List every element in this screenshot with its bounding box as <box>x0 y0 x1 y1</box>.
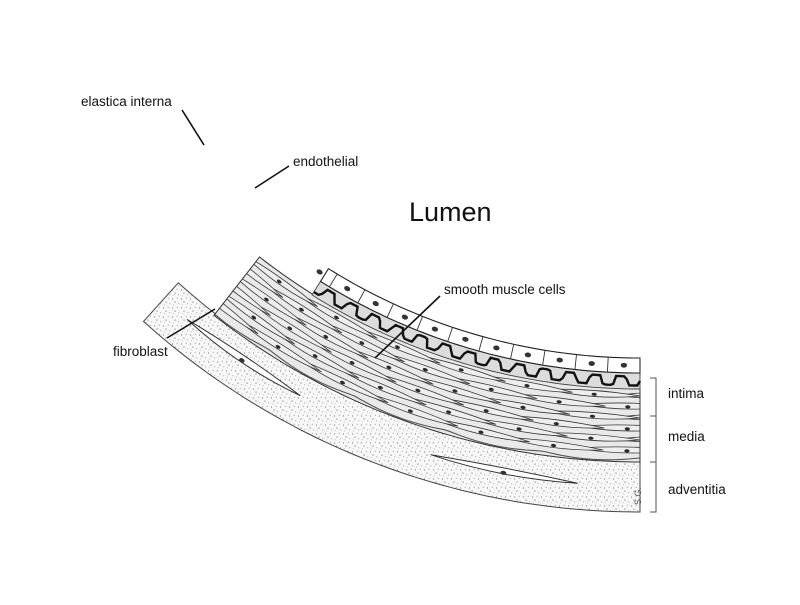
smooth-muscle-nucleus <box>553 422 559 426</box>
smooth-muscle-nucleus <box>299 307 304 312</box>
smooth-muscle-nucleus <box>323 334 329 339</box>
smooth-muscle-nucleus <box>661 438 666 441</box>
smooth-muscle-nucleus <box>625 405 631 409</box>
artist-signature: S.G. <box>633 487 643 505</box>
endothelial-cell-border <box>447 327 453 342</box>
media-layer-shape <box>213 256 666 463</box>
endothelial-nucleus <box>620 362 628 368</box>
smooth-muscle-nucleus <box>624 427 630 431</box>
endothelial-cell-border <box>416 316 424 331</box>
smooth-muscle-nucleus <box>550 443 557 448</box>
endothelial-nucleus <box>556 357 563 363</box>
smooth-muscle-cells-label: smooth muscle cells <box>444 282 566 297</box>
smooth-muscle-nucleus <box>349 360 355 365</box>
smooth-muscle-nucleus <box>229 285 234 290</box>
endothelial-nucleus <box>588 361 595 366</box>
smooth-muscle-nucleus <box>659 394 664 397</box>
smooth-muscle-nucleus <box>556 400 562 404</box>
smooth-muscle-nucleus <box>386 365 392 370</box>
smooth-muscle-nucleus <box>312 354 318 358</box>
smooth-muscle-nucleus <box>407 409 413 413</box>
endothelial-nucleus <box>524 352 532 358</box>
fibroblast-leader <box>166 308 216 339</box>
endothelial-cell-border <box>606 357 609 373</box>
smooth-muscle-leader <box>374 295 441 359</box>
smooth-muscle-nucleus <box>275 344 281 349</box>
fibroblast-nucleus <box>500 470 507 475</box>
lumen-title: Lumen <box>409 197 492 227</box>
smooth-muscle-nucleus <box>483 409 489 413</box>
layer-bracket <box>650 377 657 513</box>
endothelial-nucleus <box>401 314 409 320</box>
fibroblast-cell <box>430 454 578 484</box>
smooth-muscle-nucleus <box>520 405 526 410</box>
smooth-muscle-nucleus <box>415 388 421 393</box>
endothelial-cell-border <box>478 336 484 352</box>
smooth-muscle-nucleus <box>359 341 365 345</box>
smooth-muscle-nucleus <box>458 368 464 372</box>
endothelial-nucleus <box>344 286 351 292</box>
endothelial-nucleus <box>316 269 323 275</box>
smooth-muscle-nucleus <box>452 389 458 393</box>
fibroblast-nucleus <box>239 357 245 363</box>
smooth-muscle-nucleus <box>215 302 221 307</box>
smooth-muscle-nucleus <box>340 380 345 385</box>
media-outer-border <box>214 313 641 461</box>
smooth-muscle-nucleus <box>624 449 630 453</box>
endothelial-nucleus <box>372 301 379 307</box>
smooth-muscle-cell <box>242 257 318 307</box>
elastica-interna-label: elastica interna <box>81 94 172 109</box>
intima-label: intima <box>668 386 705 401</box>
smooth-muscle-nucleus <box>251 315 257 320</box>
media-label: media <box>668 429 705 444</box>
endothelial-cell-border <box>329 273 338 288</box>
smooth-muscle-nucleus <box>287 326 293 331</box>
smooth-muscle-nucleus <box>478 430 484 434</box>
endothelial-nucleus <box>462 336 469 342</box>
smooth-muscle-nucleus <box>524 384 530 388</box>
endothelial-nucleus <box>493 345 500 351</box>
smooth-muscle-cell-group <box>214 257 666 454</box>
smooth-muscle-nucleus <box>264 297 269 302</box>
smooth-muscle-nucleus <box>591 392 597 396</box>
elastica-interna-line <box>313 288 642 387</box>
smooth-muscle-nucleus <box>377 385 383 390</box>
smooth-muscle-nucleus <box>488 387 494 392</box>
smooth-muscle-nucleus <box>422 367 428 372</box>
fibroblast-label: fibroblast <box>113 344 168 359</box>
smooth-muscle-nucleus <box>588 436 594 440</box>
endothelial-leader <box>254 165 290 189</box>
smooth-muscle-nucleus <box>589 414 596 418</box>
smooth-muscle-nucleus <box>660 416 665 419</box>
smooth-muscle-nucleus <box>334 315 339 320</box>
endothelial-label: endothelial <box>293 154 358 169</box>
adventitia-label: adventitia <box>668 482 726 497</box>
endothelial-cell-border <box>357 289 366 304</box>
fibroblast-cell <box>186 318 301 397</box>
endothelial-cell-border <box>574 354 577 370</box>
smooth-muscle-nucleus <box>516 427 522 431</box>
smooth-muscle-nucleus <box>446 410 452 414</box>
endothelial-nucleus <box>431 326 439 332</box>
smooth-muscle-nucleus <box>394 345 400 349</box>
endothelial-cell-border <box>542 350 546 366</box>
endothelial-cell-border <box>386 303 394 318</box>
intima-layer-shape <box>311 267 642 390</box>
elastica-interna-leader <box>181 109 205 146</box>
fibroblast-cells <box>186 318 578 484</box>
endothelial-cell-border <box>510 344 515 359</box>
smooth-muscle-nucleus <box>276 279 282 284</box>
